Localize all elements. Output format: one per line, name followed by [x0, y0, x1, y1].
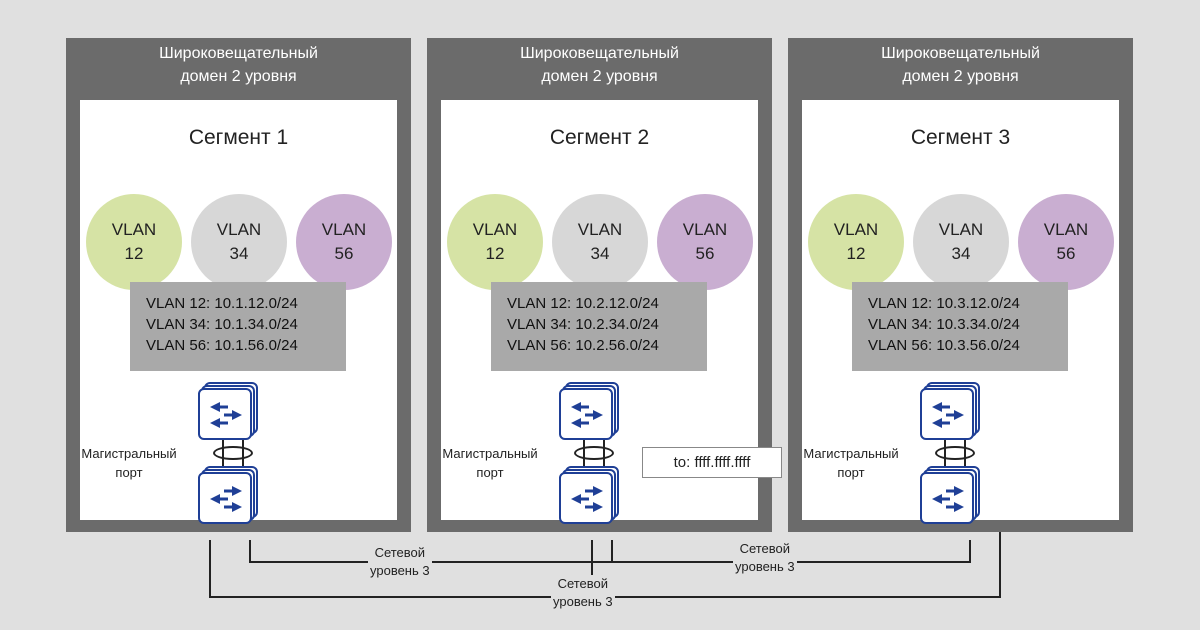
vlan-56-circle: VLAN 56	[657, 194, 753, 290]
l3-link-label-2: Сетевой уровень 3	[733, 540, 797, 576]
vlan-id: 12	[485, 244, 505, 263]
l3-link-label-3: Сетевой уровень 3	[551, 575, 615, 611]
subnet-row: VLAN 12: 10.1.12.0/24	[146, 295, 298, 312]
domain-header-line1: Широковещательный	[520, 45, 679, 62]
vlan-34-circle: VLAN 34	[913, 194, 1009, 290]
switch-arrows-icon	[559, 472, 613, 524]
subnet-row: VLAN 12: 10.2.12.0/24	[507, 295, 659, 312]
segment-title: Сегмент 3	[910, 126, 1011, 149]
l3-label-line1: Сетевой	[557, 576, 609, 591]
l3-label-line2: уровень 3	[370, 563, 430, 578]
l3-label-line1: Сетевой	[739, 541, 791, 556]
vlan-id: 12	[846, 244, 866, 263]
trunk-label-line2: порт	[115, 465, 143, 480]
domain-header-line2: домен 2 уровня	[902, 68, 1019, 85]
switch-arrows-icon	[920, 472, 974, 524]
segment-title: Сегмент 2	[549, 126, 650, 149]
access-switch-3	[920, 382, 980, 440]
switch-arrows-icon	[198, 388, 252, 440]
trunk-port-label-3: Магистральный порт	[802, 444, 900, 482]
l3-label-line2: уровень 3	[735, 559, 795, 574]
vlan-label: VLAN	[833, 220, 879, 239]
vlan-id: 34	[951, 244, 971, 263]
domain-header-line1: Широковещательный	[881, 45, 1040, 62]
vlan-id: 56	[334, 244, 354, 263]
vlan-label: VLAN	[111, 220, 157, 239]
domain-header: Широковещательный домен 2 уровня	[788, 42, 1133, 88]
vlan-34-circle: VLAN 34	[552, 194, 648, 290]
access-switch-1	[198, 382, 258, 440]
vlan-label: VLAN	[472, 220, 518, 239]
vlan-label: VLAN	[938, 220, 984, 239]
trunk-label-line2: порт	[837, 465, 865, 480]
vlan-12-circle: VLAN 12	[86, 194, 182, 290]
subnet-row: VLAN 34: 10.1.34.0/24	[146, 316, 298, 333]
l3-label-line1: Сетевой	[374, 545, 426, 560]
l3-link-label-1: Сетевой уровень 3	[368, 544, 432, 580]
trunk-label-line1: Магистральный	[803, 446, 899, 461]
domain-header-line2: домен 2 уровня	[180, 68, 297, 85]
vlan-id: 34	[590, 244, 610, 263]
switch-arrows-icon	[559, 388, 613, 440]
access-switch-2	[559, 382, 619, 440]
domain-header-line1: Широковещательный	[159, 45, 318, 62]
subnet-table: VLAN 12: 10.2.12.0/24 VLAN 34: 10.2.34.0…	[491, 282, 707, 371]
distribution-switch-1	[198, 466, 258, 524]
vlan-12-circle: VLAN 12	[808, 194, 904, 290]
domain-header: Широковещательный домен 2 уровня	[427, 42, 772, 88]
subnet-row: VLAN 56: 10.1.56.0/24	[146, 337, 298, 354]
domain-header: Широковещательный домен 2 уровня	[66, 42, 411, 88]
subnet-row: VLAN 34: 10.3.34.0/24	[868, 316, 1020, 333]
distribution-switch-3	[920, 466, 980, 524]
vlan-label: VLAN	[682, 220, 728, 239]
trunk-port-ring	[574, 446, 614, 460]
vlan-label: VLAN	[216, 220, 262, 239]
switch-arrows-icon	[198, 472, 252, 524]
segment-title: Сегмент 1	[188, 126, 289, 149]
subnet-row: VLAN 12: 10.3.12.0/24	[868, 295, 1020, 312]
subnet-table: VLAN 12: 10.3.12.0/24 VLAN 34: 10.3.34.0…	[852, 282, 1068, 371]
vlan-56-circle: VLAN 56	[296, 194, 392, 290]
vlan-12-circle: VLAN 12	[447, 194, 543, 290]
vlan-label: VLAN	[577, 220, 623, 239]
subnet-row: VLAN 56: 10.3.56.0/24	[868, 337, 1020, 354]
vlan-id: 34	[229, 244, 249, 263]
vlan-34-circle: VLAN 34	[191, 194, 287, 290]
trunk-label-line1: Магистральный	[81, 446, 177, 461]
switch-arrows-icon	[920, 388, 974, 440]
vlan-id: 12	[124, 244, 144, 263]
distribution-switch-2	[559, 466, 619, 524]
trunk-label-line1: Магистральный	[442, 446, 538, 461]
subnet-row: VLAN 56: 10.2.56.0/24	[507, 337, 659, 354]
vlan-56-circle: VLAN 56	[1018, 194, 1114, 290]
vlan-id: 56	[695, 244, 715, 263]
segment-panel: Сегмент 1 VLAN 12 VLAN 34 VLAN 56 VLAN 1…	[80, 100, 397, 520]
broadcast-frame-box: to: ffff.ffff.ffff	[642, 447, 782, 478]
trunk-port-ring	[935, 446, 975, 460]
broadcast-domain-1: Широковещательный домен 2 уровня Сегмент…	[66, 38, 411, 532]
subnet-table: VLAN 12: 10.1.12.0/24 VLAN 34: 10.1.34.0…	[130, 282, 346, 371]
l3-label-line2: уровень 3	[553, 594, 613, 609]
trunk-port-ring	[213, 446, 253, 460]
trunk-port-label-2: Магистральный порт	[441, 444, 539, 482]
trunk-port-label-1: Магистральный порт	[80, 444, 178, 482]
domain-header-line2: домен 2 уровня	[541, 68, 658, 85]
vlan-id: 56	[1056, 244, 1076, 263]
vlan-label: VLAN	[321, 220, 367, 239]
subnet-row: VLAN 34: 10.2.34.0/24	[507, 316, 659, 333]
trunk-label-line2: порт	[476, 465, 504, 480]
vlan-label: VLAN	[1043, 220, 1089, 239]
